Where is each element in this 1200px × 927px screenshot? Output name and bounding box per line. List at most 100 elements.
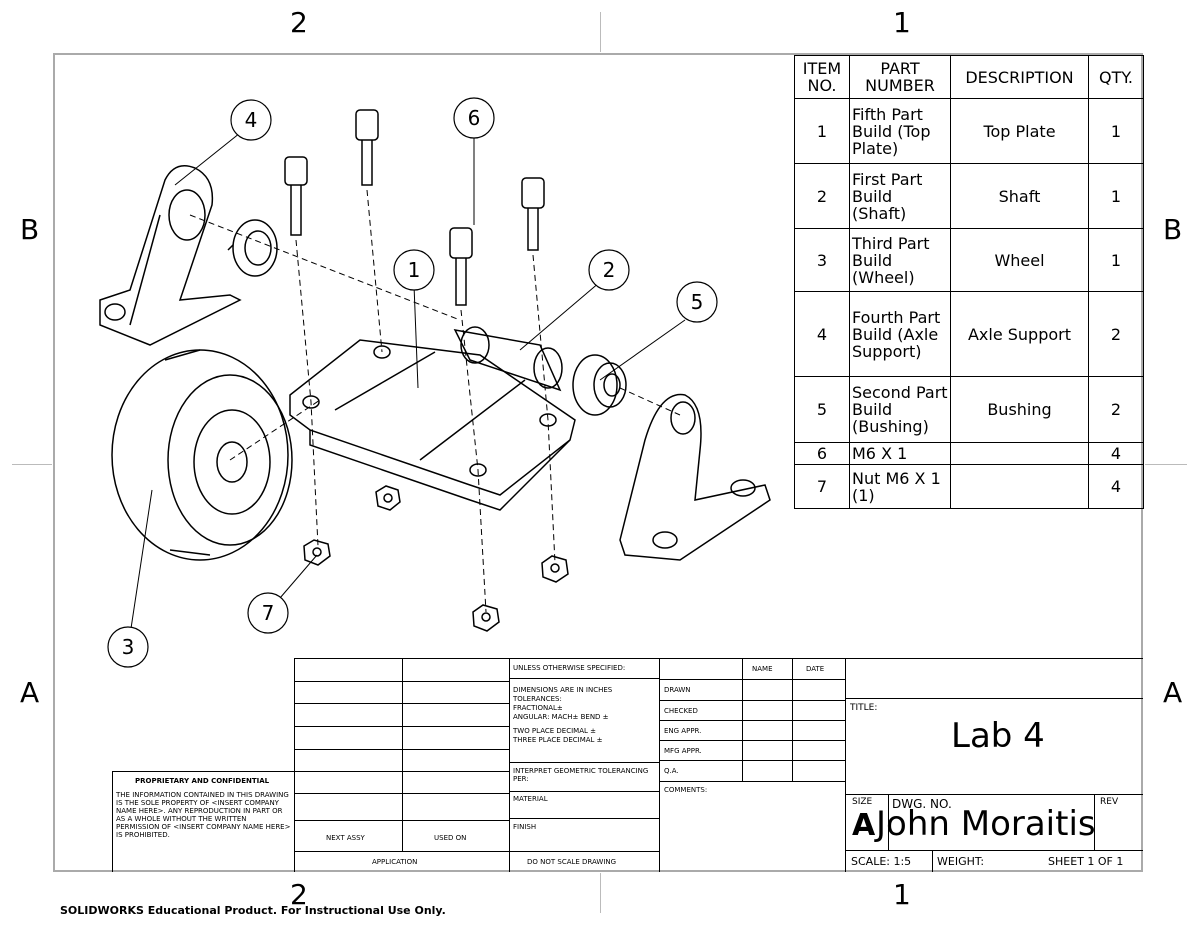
comments-label: COMMENTS: [664,786,708,794]
bom-description [950,464,1089,509]
name-header: NAME [752,665,773,673]
zone-tick-left [12,464,52,465]
bom-row: 6 M6 X 1 4 [794,442,1144,465]
zone-label-right-b: B [1163,213,1183,246]
bom-description: Axle Support [950,291,1089,377]
balloon-7 [247,592,289,634]
next-assy-label: NEXT ASSY [326,834,365,842]
bushing-right [572,354,627,416]
bom-header-item: ITEM NO. [794,55,850,99]
drawing-number: John Moraitis [876,804,1096,844]
bom-qty: 4 [1088,442,1144,465]
top-plate [289,339,576,511]
size-label: SIZE [852,797,873,807]
balloon-label-5: 5 [691,290,704,314]
bom-row: 7 Nut M6 X 1 (1) 4 [794,464,1144,509]
bom-description: Top Plate [950,98,1089,164]
axle-support-right [619,393,771,561]
balloon-6 [453,97,495,139]
fractional-label: FRACTIONAL± [513,704,563,712]
title-label: TITLE: [850,703,878,713]
bom-part-number: Fourth Part Build (Axle Support) [849,291,951,377]
bom-part-number: Third Part Build (Wheel) [849,228,951,292]
size-value: A [852,808,876,843]
scale-label: SCALE: 1:5 [851,855,912,868]
balloon-2 [588,249,630,291]
bom-item-no: 5 [794,376,850,443]
sheet-label: SHEET 1 OF 1 [1048,855,1124,868]
bom-item-no: 2 [794,163,850,229]
do-not-scale-label: DO NOT SCALE DRAWING [527,858,617,866]
balloon-label-4: 4 [245,108,258,132]
bom-row: 3 Third Part Build (Wheel) Wheel 1 [794,228,1144,292]
dwg-no-label: DWG. NO. [892,797,952,811]
proprietary-text: THE INFORMATION CONTAINED IN THIS DRAWIN… [116,791,291,839]
bom-item-no: 7 [794,464,850,509]
qa-label: Q.A. [664,767,679,775]
application-label: APPLICATION [372,858,418,866]
bom-part-number: Nut M6 X 1 (1) [849,464,951,509]
bom-qty: 2 [1088,376,1144,443]
zone-label-bottom-2: 2 [290,878,308,911]
rev-label: REV [1100,797,1119,807]
bom-qty: 1 [1088,98,1144,164]
bolts [284,109,545,306]
balloon-5 [676,281,718,323]
bom-qty: 1 [1088,163,1144,229]
bom-description: Shaft [950,163,1089,229]
used-on-label: USED ON [434,834,467,842]
angular-label: ANGULAR: MACH± BEND ± [513,713,609,721]
interpret-label: INTERPRET GEOMETRIC TOLERANCING PER: [513,767,649,783]
wheel [111,349,293,561]
bom-part-number: Second Part Build (Bushing) [849,376,951,443]
balloon-label-3: 3 [122,635,135,659]
balloon-label-2: 2 [603,258,616,282]
proprietary-title: PROPRIETARY AND CONFIDENTIAL [135,777,270,785]
zone-label-left-b: B [20,213,40,246]
bom-row: 4 Fourth Part Build (Axle Support) Axle … [794,291,1144,377]
unless-specified: UNLESS OTHERWISE SPECIFIED: [513,664,626,672]
balloon-label-7: 7 [262,601,275,625]
bom-item-no: 6 [794,442,850,465]
bom-part-number: M6 X 1 [849,442,951,465]
bom-header-description: DESCRIPTION [950,55,1089,99]
bill-of-materials-table: ITEM NO. PART NUMBER DESCRIPTION QTY. 1 … [794,55,1144,509]
balloon-label-6: 6 [468,106,481,130]
zone-tick-bottom [600,873,601,913]
bom-description: Bushing [950,376,1089,443]
educational-watermark-footer: SOLIDWORKS Educational Product. For Inst… [60,904,446,917]
checked-label: CHECKED [664,707,698,715]
drawn-label: DRAWN [664,686,691,694]
bom-row: 2 First Part Build (Shaft) Shaft 1 [794,163,1144,229]
bom-part-number: First Part Build (Shaft) [849,163,951,229]
balloon-label-1: 1 [408,258,421,282]
bom-part-number: Fifth Part Build (Top Plate) [849,98,951,164]
bom-description: Wheel [950,228,1089,292]
zone-label-bottom-1: 1 [893,878,911,911]
balloon-3 [107,626,149,668]
tolerances-label: TOLERANCES: [513,695,562,703]
bom-qty: 1 [1088,228,1144,292]
bom-row: 1 Fifth Part Build (Top Plate) Top Plate… [794,98,1144,164]
bom-description [950,442,1089,465]
bom-item-no: 1 [794,98,850,164]
zone-label-top-2: 2 [290,6,308,39]
bushing-left [227,219,278,277]
bom-row: 5 Second Part Build (Bushing) Bushing 2 [794,376,1144,443]
bom-item-no: 4 [794,291,850,377]
balloon-1 [393,249,435,291]
weight-label: WEIGHT: [937,855,985,868]
zone-label-top-1: 1 [893,6,911,39]
date-header: DATE [806,665,825,673]
bom-item-no: 3 [794,228,850,292]
zone-tick-top [600,12,601,52]
bom-header-qty: QTY. [1088,55,1144,99]
bom-qty: 2 [1088,291,1144,377]
zone-label-left-a: A [20,676,40,709]
zone-label-right-a: A [1163,676,1183,709]
drawing-title: Lab 4 [951,716,1045,756]
bom-header-part: PART NUMBER [849,55,951,99]
mfg-appr-label: MFG APPR. [664,747,702,755]
nuts [303,485,569,632]
